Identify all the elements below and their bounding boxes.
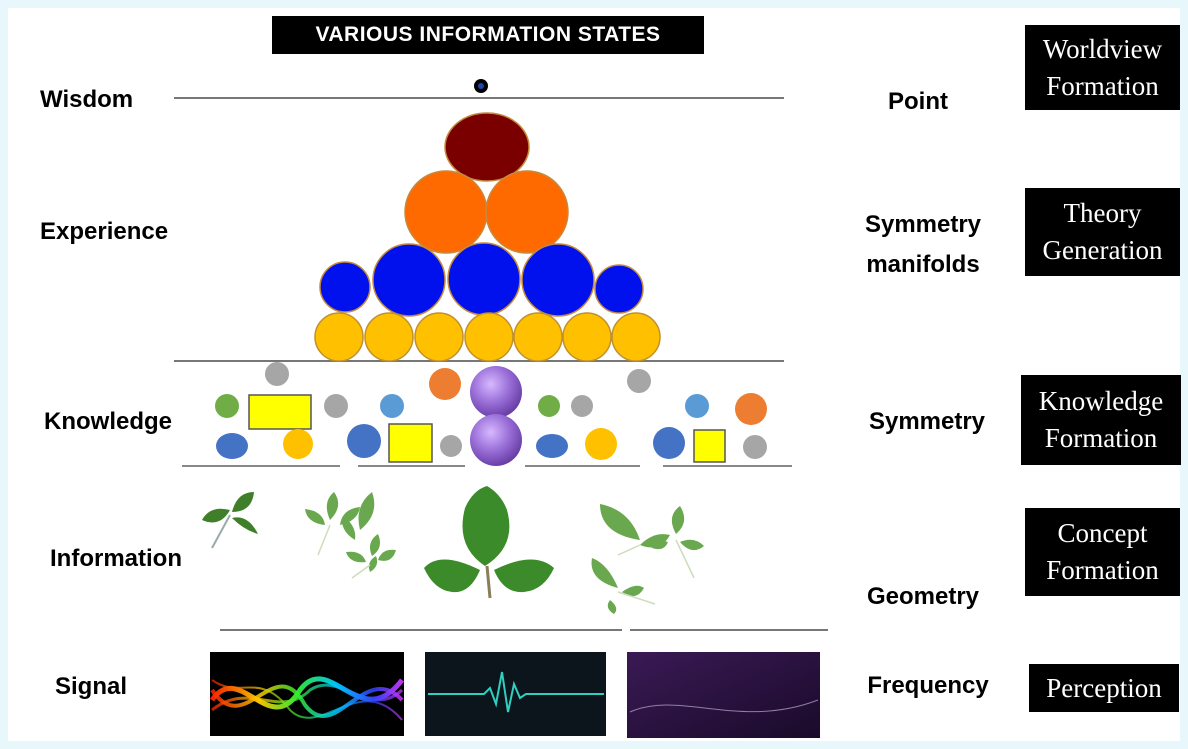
leaf-group-3 [424, 486, 554, 599]
state-label-geometry: Geometry [866, 583, 980, 610]
level-label-information: Information [50, 545, 182, 572]
state-label-point: Point [888, 88, 948, 115]
stage-worldview-formation: Worldview Formation [1025, 25, 1180, 110]
leaf-group-4 [591, 504, 704, 614]
stage-perception: Perception [1029, 664, 1179, 712]
canvas [8, 8, 1180, 741]
signal-image-spectrum [627, 652, 820, 738]
top-oval [444, 112, 530, 182]
diagram-title: VARIOUS INFORMATION STATES [272, 16, 704, 54]
signal-image-rainbow [209, 652, 404, 736]
signal-image-pulse [425, 652, 606, 736]
knowledge-cluster-2 [347, 368, 462, 463]
leaf-group-1 [202, 492, 258, 549]
level-label-wisdom: Wisdom [40, 86, 134, 113]
level-label-signal: Signal [55, 673, 128, 700]
stage-concept-formation: Concept Formation [1025, 508, 1180, 596]
level-label-experience: Experience [40, 218, 169, 245]
stage-theory-generation: Theory Generation [1025, 188, 1180, 276]
state-label-symmetry: Symmetry [868, 408, 986, 435]
leaf-group-2 [305, 492, 396, 579]
knowledge-cluster-3 [536, 369, 651, 460]
level-label-knowledge: Knowledge [44, 408, 173, 435]
knowledge-spheres [470, 366, 522, 466]
knowledge-cluster-4 [653, 393, 767, 463]
stage-knowledge-formation: Knowledge Formation [1021, 375, 1181, 465]
state-label-frequency: Frequency [867, 672, 989, 699]
knowledge-cluster-1 [215, 362, 348, 459]
state-label-symmetry-manifolds: Symmetry manifolds [864, 211, 982, 278]
